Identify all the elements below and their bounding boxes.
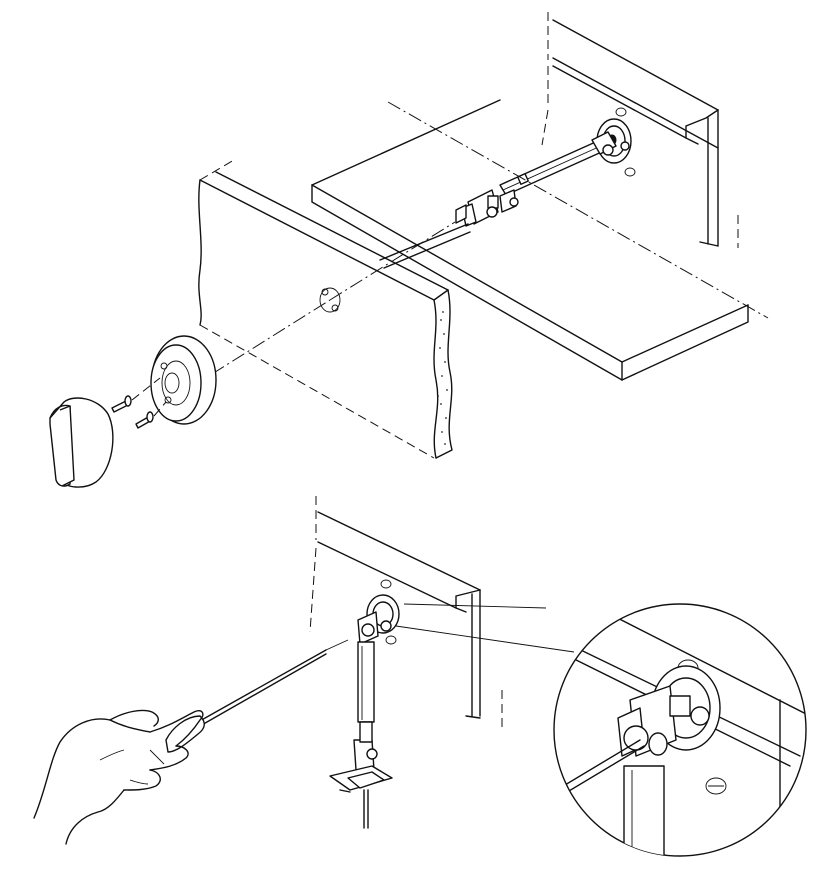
panel-hole-icon — [624, 167, 636, 177]
shelf — [311, 99, 749, 381]
mounting-screw — [135, 401, 167, 429]
door-front — [198, 159, 453, 459]
escutcheon-ring — [150, 335, 217, 425]
screwdriver — [165, 639, 349, 753]
foam-edge-texture — [437, 311, 448, 445]
hand — [33, 709, 204, 845]
mounting-screw — [111, 377, 161, 413]
linkage-rod — [379, 131, 630, 269]
panel-hole-icon — [615, 107, 627, 117]
detail-magnifier — [553, 603, 807, 857]
leader-line — [403, 603, 547, 609]
cabinet-panel-lower — [309, 496, 503, 728]
panel-hole-icon — [380, 579, 392, 589]
panel-hole-icon — [385, 635, 397, 645]
lower-adjustment-view — [33, 496, 807, 857]
vertical-linkage — [329, 594, 400, 829]
cabinet-panel-upper — [541, 12, 739, 248]
alignment-line — [211, 299, 331, 375]
leader-line — [395, 625, 575, 653]
upper-exploded-view — [49, 12, 769, 488]
alignment-line — [387, 101, 769, 319]
control-knob — [49, 397, 114, 488]
